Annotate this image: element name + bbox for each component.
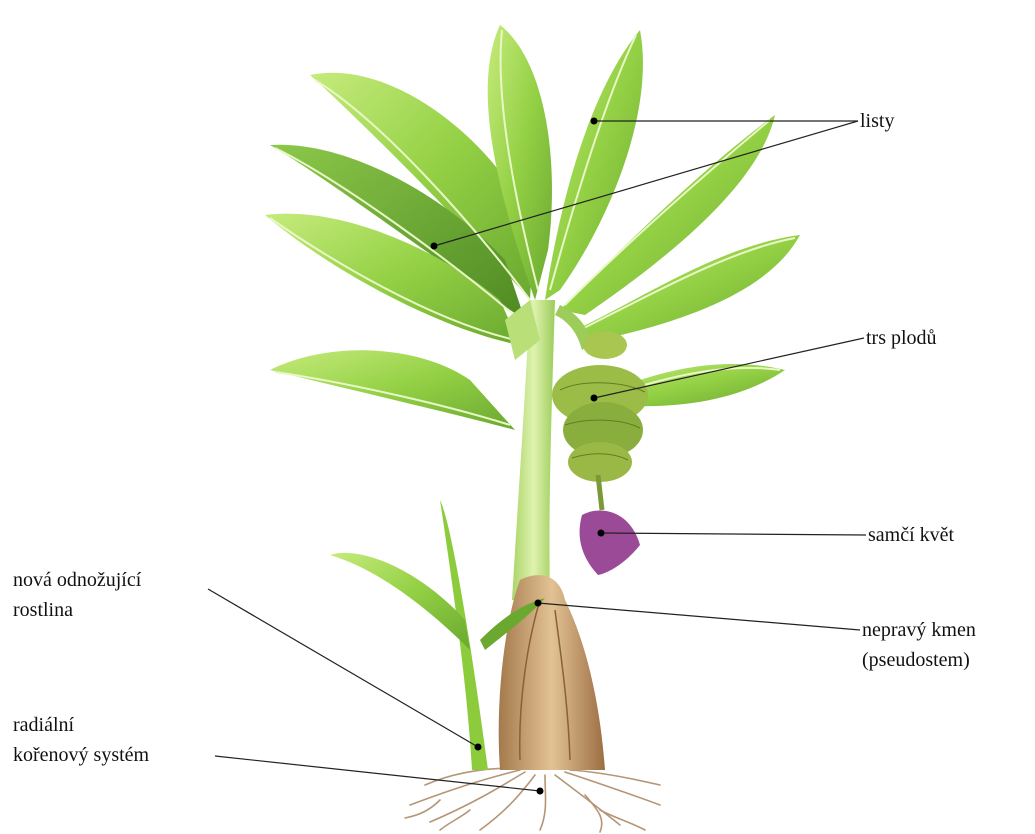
label-leaves: listy (860, 106, 894, 136)
label-sucker-2: rostlina (13, 595, 73, 625)
label-roots-2: kořenový systém (13, 740, 149, 770)
male-flower (580, 510, 640, 575)
label-sucker-1: nová odnožující (13, 565, 141, 595)
leader-roots (215, 756, 540, 791)
label-male-flower: samčí květ (868, 520, 954, 550)
leader-pseudostem (538, 603, 860, 630)
root-system (405, 768, 660, 832)
label-pseudostem-1: nepravý kmen (862, 615, 976, 645)
leader-flower (601, 533, 866, 535)
label-pseudostem-2: (pseudostem) (862, 645, 970, 675)
fruit-bunch (552, 331, 648, 510)
label-fruit-bunch: trs plodů (866, 323, 937, 353)
label-roots-1: radiální (13, 710, 74, 740)
